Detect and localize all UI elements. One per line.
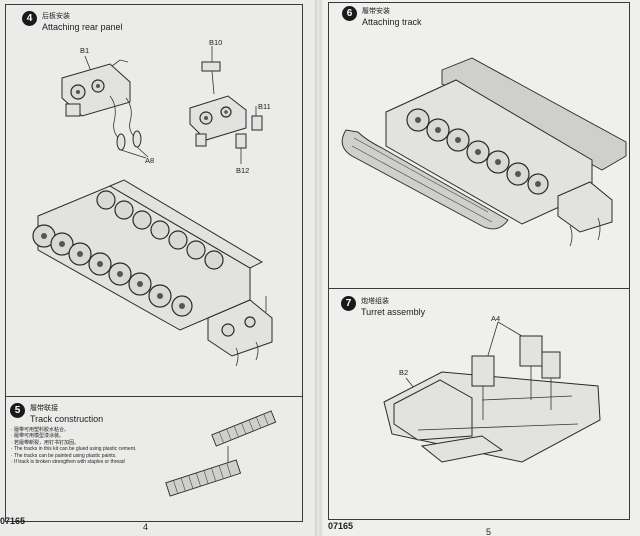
step5-number: 5 xyxy=(10,403,25,418)
road-wheels-upper xyxy=(96,190,224,270)
step5-title-cn: 履带联接 xyxy=(30,405,58,412)
step6-header: 6 履带安装 Attaching track xyxy=(342,6,422,28)
step5-title: 履带联接 Track construction xyxy=(30,403,103,425)
step4-header: 4 后板安装 Attaching rear panel xyxy=(22,11,123,33)
road-wheels-right xyxy=(406,108,549,195)
step4-title-cn: 后板安装 xyxy=(42,13,70,20)
rear-panel-assembly-left xyxy=(61,55,149,159)
rear-panel-assembly-right xyxy=(189,46,263,164)
right-page: 6 履带安装 Attaching track xyxy=(322,0,640,536)
left-footer-code: 07165 xyxy=(0,516,26,526)
step4-number: 4 xyxy=(22,11,37,26)
step7-title-en: Turret assembly xyxy=(361,307,426,317)
part-label-b1: B1 xyxy=(80,46,90,55)
part-label-b10: B10 xyxy=(209,38,223,47)
step6-title: 履带安装 Attaching track xyxy=(362,6,422,28)
part-label-a8: A8 xyxy=(145,156,155,165)
turret-assembly-diagram xyxy=(383,321,601,463)
step6-title-en: Attaching track xyxy=(362,17,422,27)
step7-title-cn: 炮塔组装 xyxy=(361,298,389,305)
right-page-number: 5 xyxy=(486,527,492,536)
step5-notes: · 履带可用塑料胶水粘合。 · 履带可用模型漆涂装。 · 若履带断裂，用钉书钉加… xyxy=(11,427,136,465)
part-label-b11: B11 xyxy=(258,102,271,111)
track-installation-diagram xyxy=(341,57,627,247)
step7-header: 7 炮塔组装 Turret assembly xyxy=(341,296,425,318)
step5-header: 5 履带联接 Track construction xyxy=(10,403,103,425)
book-gutter xyxy=(315,0,322,536)
step7-title: 炮塔组装 Turret assembly xyxy=(361,296,425,318)
note-line: · The tracks can be painted using plasti… xyxy=(11,452,117,459)
part-label-b12: B12 xyxy=(236,166,250,175)
part-label-b2: B2 xyxy=(399,368,409,377)
left-page-number: 4 xyxy=(143,522,149,532)
road-wheels-lower xyxy=(32,224,193,317)
step5-box xyxy=(5,396,303,522)
right-footer-code: 07165 xyxy=(328,521,354,531)
note-line: · 履带可用模型漆涂装。 xyxy=(11,433,65,440)
step7-number: 7 xyxy=(341,296,356,311)
note-line: · 履带可用塑料胶水粘合。 xyxy=(11,427,70,433)
step4-title: 后板安装 Attaching rear panel xyxy=(42,11,123,33)
step7-box xyxy=(328,288,630,520)
step4-title-en: Attaching rear panel xyxy=(42,22,123,32)
hull-rear-assembly xyxy=(32,179,273,367)
step6-number: 6 xyxy=(342,6,357,21)
step5-title-en: Track construction xyxy=(30,414,104,424)
track-run-left xyxy=(341,129,509,230)
note-line: · 若履带断裂，用钉书钉加固。 xyxy=(11,439,80,446)
track-links-diagram xyxy=(165,410,277,497)
note-line: · If track is broken strengthen with sta… xyxy=(11,459,125,466)
note-line: · The tracks in this kit can be glued us… xyxy=(11,446,137,453)
part-label-a4: A4 xyxy=(491,314,501,323)
step6-title-cn: 履带安装 xyxy=(362,8,390,15)
left-page: 4 后板安装 Attaching rear panel B1 B10 B11 A… xyxy=(0,0,315,536)
